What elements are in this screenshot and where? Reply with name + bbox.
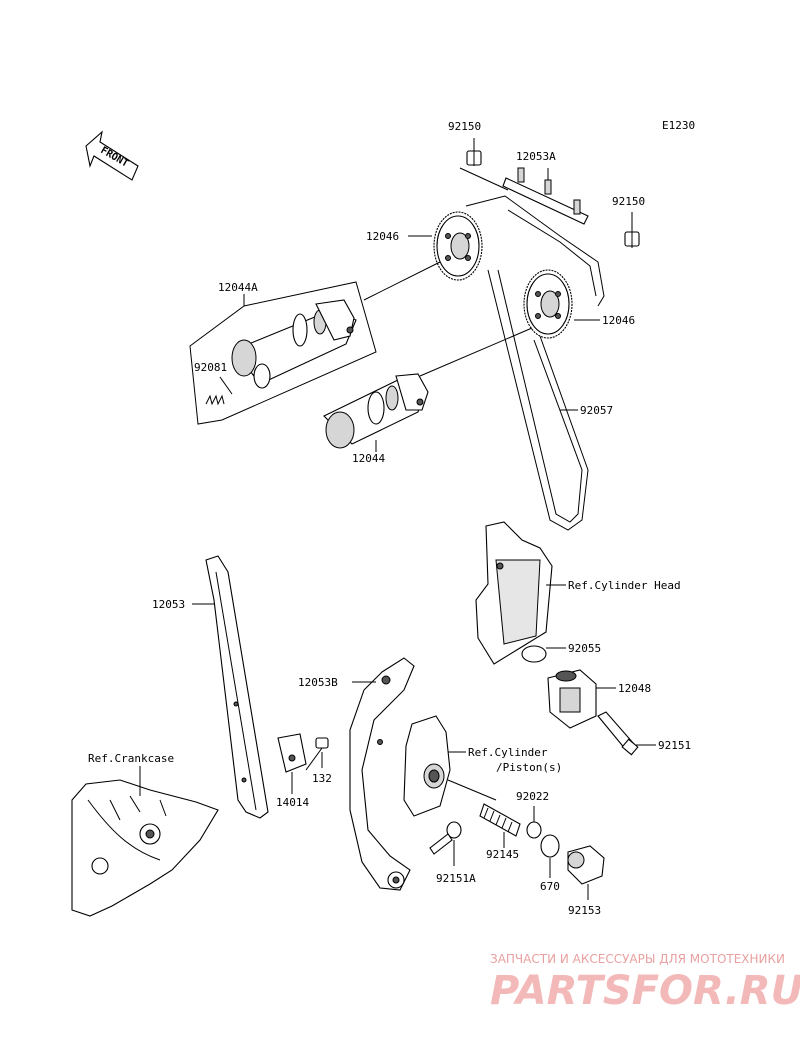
label-12053: 12053: [152, 598, 185, 611]
label-12044: 12044: [352, 452, 385, 465]
label-92057: 92057: [580, 404, 613, 417]
label-92150-a: 92150: [448, 120, 481, 133]
label-92151: 92151: [658, 739, 691, 752]
watermark-tagline: ЗАПЧАСТИ И АКСЕССУАРЫ ДЛЯ МОТОТЕХНИКИ: [490, 952, 785, 966]
camshaft-12044[interactable]: [323, 373, 429, 449]
label-12044A: 12044A: [218, 281, 258, 294]
washer-92022[interactable]: [526, 821, 542, 839]
plate-14014[interactable]: [277, 733, 307, 773]
spring-92145[interactable]: [479, 803, 521, 837]
label-ref-piston: /Piston(s): [496, 761, 562, 774]
label-12053A: 12053A: [516, 150, 556, 163]
bolt-92150-top[interactable]: [466, 150, 482, 166]
plug-92153[interactable]: [567, 845, 605, 885]
crankcase-ref: [71, 779, 219, 917]
front-arrow-icon: FRONT: [85, 130, 139, 181]
cylinder-head-ref: [475, 521, 553, 665]
bolt-132[interactable]: [305, 737, 329, 771]
bolt-92151[interactable]: [597, 711, 639, 756]
label-92081: 92081: [194, 361, 227, 374]
label-92055: 92055: [568, 642, 601, 655]
chain-guide-12053A[interactable]: [502, 167, 589, 225]
label-92022: 92022: [516, 790, 549, 803]
diagram-code: E1230: [662, 119, 695, 132]
label-12046-a: 12046: [366, 230, 399, 243]
tensioner-12048[interactable]: [547, 669, 597, 729]
label-ref-crankcase: Ref.Crankcase: [88, 752, 174, 765]
label-ref-cylinder-head: Ref.Cylinder Head: [568, 579, 681, 592]
label-ref-cylinder: Ref.Cylinder: [468, 746, 548, 759]
chain-guide-12053[interactable]: [205, 555, 269, 819]
oring-670[interactable]: [540, 834, 560, 858]
label-92153: 92153: [568, 904, 601, 917]
oring-92055[interactable]: [521, 645, 547, 663]
cylinder-piston-ref: [403, 715, 451, 817]
label-12048: 12048: [618, 682, 651, 695]
spring-92081[interactable]: [205, 394, 225, 406]
sprocket-12046-upper[interactable]: [433, 211, 483, 281]
chain-guide-12053B[interactable]: [349, 657, 415, 891]
label-670: 670: [540, 880, 560, 893]
bolt-92150-right[interactable]: [624, 231, 640, 248]
label-14014: 14014: [276, 796, 309, 809]
label-92145: 92145: [486, 848, 519, 861]
label-132: 132: [312, 772, 332, 785]
watermark-logo: PARTSFOR.RU: [490, 968, 800, 1014]
bolt-92151A[interactable]: [429, 821, 462, 855]
label-92150-b: 92150: [612, 195, 645, 208]
sprocket-12046-lower[interactable]: [523, 269, 573, 339]
label-12046-b: 12046: [602, 314, 635, 327]
label-12053B: 12053B: [298, 676, 338, 689]
camshaft-12044A[interactable]: [231, 299, 357, 389]
label-92151A: 92151A: [436, 872, 476, 885]
cam-chain-92057[interactable]: [465, 195, 605, 531]
